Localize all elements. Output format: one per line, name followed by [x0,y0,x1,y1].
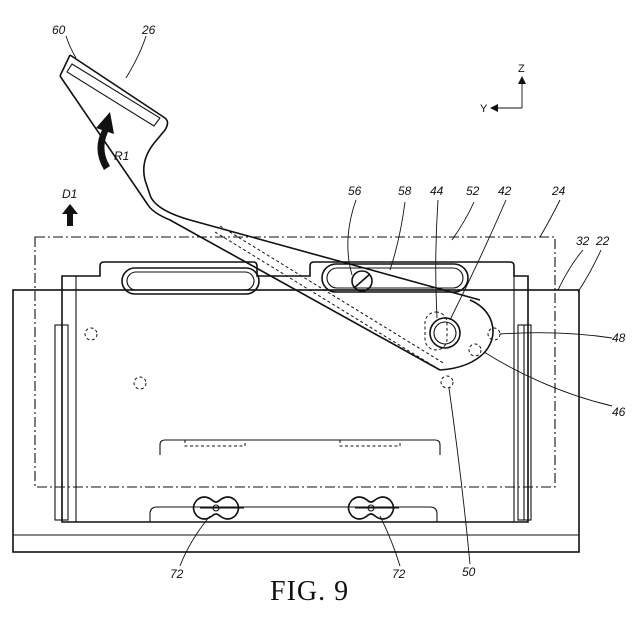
axis-label-y: Y [480,103,488,115]
label-d1: D1 [62,187,77,201]
base-frame [13,290,579,552]
label-60: 60 [52,23,66,37]
label-22: 22 [595,234,610,248]
axis-label-z: Z [518,63,525,75]
label-24: 24 [551,184,566,198]
label-52: 52 [466,184,480,198]
label-72-right: 72 [392,567,406,581]
dashed-holes [85,312,500,389]
figure-caption: FIG. 9 [270,576,349,607]
label-50: 50 [462,565,476,579]
label-72-left: 72 [170,567,184,581]
label-48: 48 [612,331,626,345]
label-32: 32 [576,234,590,248]
direction-arrow [62,204,78,226]
pivot-pin [430,318,460,348]
lever-arm [60,55,493,370]
label-44: 44 [430,184,444,198]
axis-triad [490,76,526,112]
side-rails [55,325,531,520]
slot-right [322,264,468,292]
label-42: 42 [498,184,512,198]
label-58: 58 [398,184,412,198]
label-46: 46 [612,405,626,419]
label-26: 26 [141,23,156,37]
label-r1: R1 [114,149,129,163]
rotation-arrow [96,112,114,170]
cover-outline [35,237,555,487]
label-56: 56 [348,184,362,198]
slot-left [122,268,259,294]
fastener-left [194,497,245,519]
fastener-right [349,497,400,519]
plate [62,262,528,522]
cover-dashed-tabs [185,440,400,446]
